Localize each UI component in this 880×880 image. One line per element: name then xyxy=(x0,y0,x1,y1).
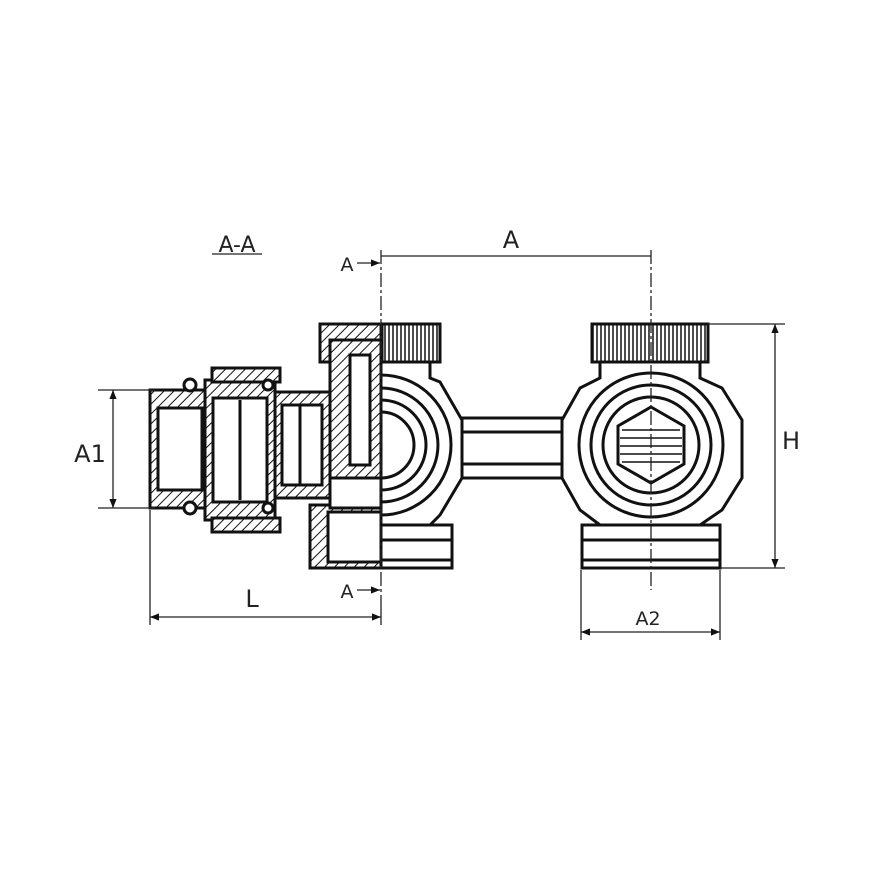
section-marker-bottom: A xyxy=(341,581,354,603)
bridge-pipe xyxy=(460,416,570,480)
dimension-a1-label: A1 xyxy=(74,440,106,468)
valve-left-exterior xyxy=(379,322,464,570)
dimension-lines xyxy=(98,250,785,640)
dimension-a-label: A xyxy=(503,226,520,254)
valve-left-section xyxy=(308,322,383,570)
dimension-h-label: H xyxy=(782,427,800,455)
section-title: A-A xyxy=(218,233,255,258)
valve-right-exterior xyxy=(560,322,744,570)
tailpiece-section xyxy=(148,366,332,534)
dimension-a2-label: A2 xyxy=(635,608,660,630)
valve-body xyxy=(148,322,744,570)
section-marker-top: A xyxy=(341,254,354,276)
dimension-l-label: L xyxy=(245,585,259,613)
